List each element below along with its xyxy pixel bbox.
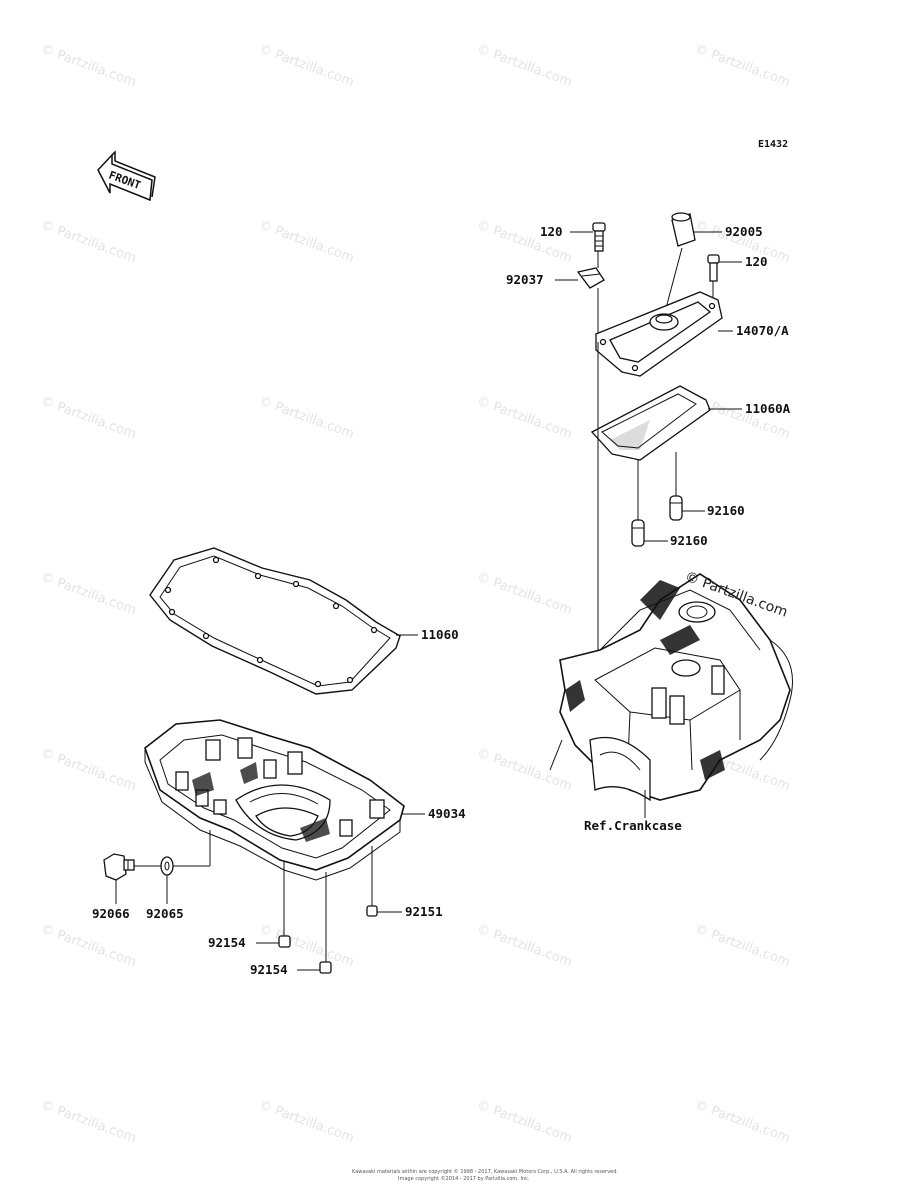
drain-bolt-92066[interactable] bbox=[103, 853, 135, 881]
watermark: © Partzilla.com bbox=[39, 922, 138, 970]
watermark: © Partzilla.com bbox=[39, 218, 138, 266]
watermark: © Partzilla.com bbox=[257, 394, 356, 442]
callout-49034: 49034 bbox=[428, 806, 466, 821]
watermark: © Partzilla.com bbox=[475, 922, 574, 970]
oil-pan-gasket-11060[interactable] bbox=[149, 547, 401, 695]
callout-92154-upper: 92154 bbox=[208, 935, 246, 950]
clamp-92037[interactable] bbox=[576, 267, 605, 289]
callout-92037: 92037 bbox=[506, 272, 544, 287]
footer-copyright-1: Kawasaki materials within are copyright … bbox=[352, 1168, 618, 1175]
watermark: © Partzilla.com bbox=[475, 42, 574, 90]
watermark: © Partzilla.com bbox=[693, 922, 792, 970]
watermark: © Partzilla.com bbox=[693, 42, 792, 90]
breather-cover-14070[interactable] bbox=[595, 291, 723, 377]
watermark: © Partzilla.com bbox=[693, 1098, 792, 1146]
callout-92066: 92066 bbox=[92, 906, 130, 921]
callout-14070-A: 14070/A bbox=[736, 323, 789, 338]
watermark: © Partzilla.com bbox=[257, 218, 356, 266]
callout-92154-lower: 92154 bbox=[250, 962, 288, 977]
watermark: © Partzilla.com bbox=[475, 1098, 574, 1146]
bolt-92154-upper[interactable] bbox=[278, 935, 291, 948]
bolt-120-right[interactable] bbox=[707, 254, 720, 282]
callout-11060: 11060 bbox=[421, 627, 459, 642]
watermark: © Partzilla.com bbox=[257, 1098, 356, 1146]
oil-pan-49034[interactable] bbox=[144, 719, 405, 881]
dowel-pin-92160-lower[interactable] bbox=[631, 519, 645, 547]
callout-120-left: 120 bbox=[540, 224, 563, 239]
watermark: © Partzilla.com bbox=[39, 42, 138, 90]
watermark: © Partzilla.com bbox=[475, 746, 574, 794]
callout-120-right: 120 bbox=[745, 254, 768, 269]
bolt-120-left[interactable] bbox=[592, 222, 606, 252]
watermark: © Partzilla.com bbox=[39, 1098, 138, 1146]
watermark: © Partzilla.com bbox=[39, 746, 138, 794]
callout-92151: 92151 bbox=[405, 904, 443, 919]
callout-92005: 92005 bbox=[725, 224, 763, 239]
bolt-92154-lower[interactable] bbox=[319, 961, 332, 974]
callout-92160-upper: 92160 bbox=[707, 503, 745, 518]
reference-crankcase-label: Ref.Crankcase bbox=[584, 818, 682, 833]
callout-11060A: 11060A bbox=[745, 401, 791, 416]
diagram-code: E1432 bbox=[758, 139, 788, 150]
watermark: © Partzilla.com bbox=[475, 394, 574, 442]
breather-cover-assembly: 120 92005 120 92037 bbox=[506, 212, 791, 668]
callout-92065: 92065 bbox=[146, 906, 184, 921]
crankcase-reference: © Partzilla.com bbox=[549, 569, 793, 802]
callout-92160-lower: 92160 bbox=[670, 533, 708, 548]
watermark: © Partzilla.com bbox=[257, 42, 356, 90]
watermark: © Partzilla.com bbox=[475, 570, 574, 618]
bolt-92151[interactable] bbox=[366, 905, 378, 917]
watermark: © Partzilla.com bbox=[39, 570, 138, 618]
gasket-11060A[interactable] bbox=[590, 385, 711, 461]
dowel-pin-92160-upper[interactable] bbox=[669, 495, 683, 521]
watermark: © Partzilla.com bbox=[39, 394, 138, 442]
fitting-92005[interactable] bbox=[671, 212, 696, 247]
washer-92065[interactable] bbox=[160, 856, 174, 876]
front-arrow-icon: FRONT bbox=[97, 150, 156, 202]
footer-copyright-2: Image copyright ©2014 - 2017 by Partzill… bbox=[398, 1175, 530, 1182]
